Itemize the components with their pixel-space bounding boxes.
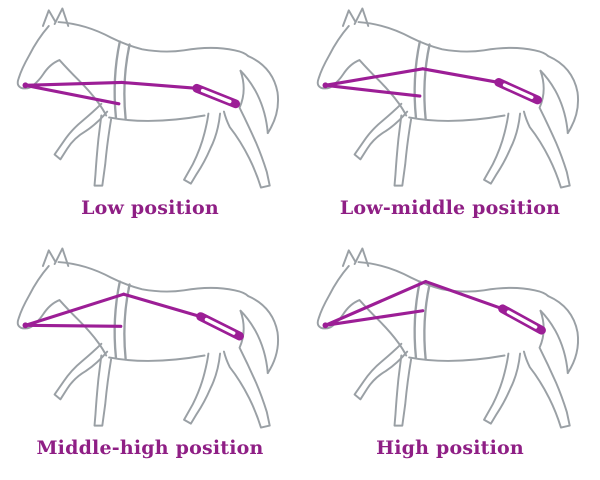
bit-ring — [22, 82, 29, 89]
panel-label: Middle-high position — [36, 437, 264, 459]
horse-outline — [316, 247, 580, 429]
horse-figure — [316, 7, 580, 189]
rein-group — [322, 67, 542, 105]
bit-ring — [22, 322, 29, 329]
rein-group — [322, 279, 546, 335]
panel-low-middle-position: Low-middle position — [300, 0, 600, 240]
rein-group — [22, 292, 244, 341]
horse-outline — [16, 7, 280, 189]
panel-label: Low-middle position — [339, 197, 561, 219]
horse-figure — [16, 7, 280, 189]
rein-group — [22, 80, 241, 109]
panel-label: High position — [376, 437, 524, 459]
panel-low-position: Low position — [0, 0, 300, 240]
horse-figure — [16, 247, 280, 429]
horse-figure — [316, 247, 580, 429]
bit-ring — [322, 322, 329, 329]
panel-middle-high-position: Middle-high position — [0, 240, 300, 480]
bit-ring — [322, 82, 329, 89]
panel-label: Low position — [81, 197, 219, 219]
panel-high-position: High position — [300, 240, 600, 480]
